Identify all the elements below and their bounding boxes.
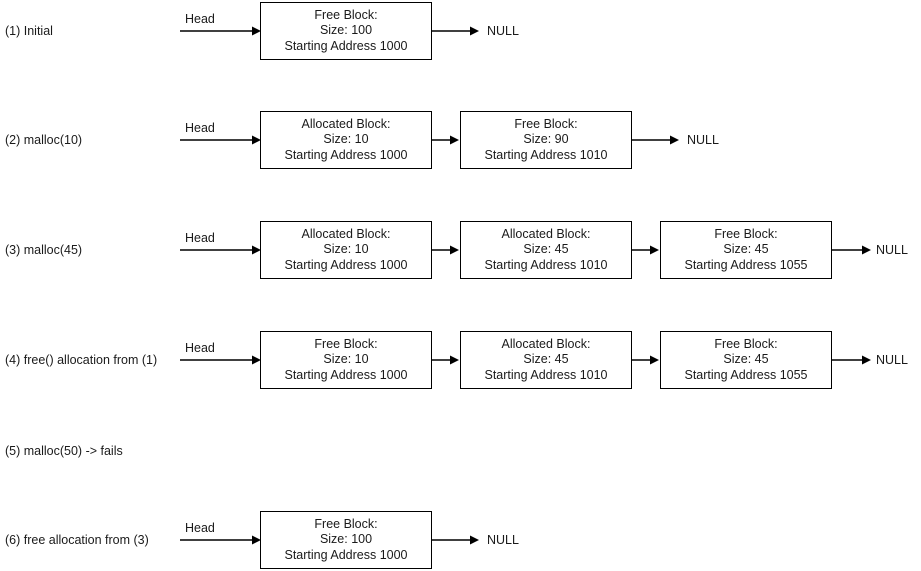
block-2-1: Allocated Block: Size: 10 Starting Addre… bbox=[260, 111, 432, 169]
block-4-3: Free Block: Size: 45 Starting Address 10… bbox=[660, 331, 832, 389]
block-address: Starting Address 1010 bbox=[484, 367, 608, 382]
head-arrow-4 bbox=[180, 354, 262, 366]
step-label-3: (3) malloc(45) bbox=[5, 243, 83, 257]
head-arrow-3 bbox=[180, 244, 262, 256]
step-label-2: (2) malloc(10) bbox=[5, 133, 83, 147]
block-kind: Free Block: bbox=[714, 226, 778, 241]
block-kind: Free Block: bbox=[314, 7, 378, 22]
step-label-6: (6) free allocation from (3) bbox=[5, 533, 149, 547]
null-label-2: NULL bbox=[687, 133, 719, 147]
block-kind: Free Block: bbox=[314, 516, 378, 531]
block-kind: Free Block: bbox=[514, 116, 578, 131]
head-label-6: Head bbox=[185, 521, 215, 535]
block-address: Starting Address 1055 bbox=[684, 257, 808, 272]
block-address: Starting Address 1000 bbox=[284, 257, 408, 272]
block-address: Starting Address 1010 bbox=[484, 257, 608, 272]
block-kind: Free Block: bbox=[314, 336, 378, 351]
block-size: Size: 45 bbox=[523, 352, 569, 367]
null-label-3: NULL bbox=[876, 243, 908, 257]
block-address: Starting Address 1000 bbox=[284, 147, 408, 162]
head-arrow-1 bbox=[180, 25, 262, 37]
block-2-2: Free Block: Size: 90 Starting Address 10… bbox=[460, 111, 632, 169]
null-arrow-6 bbox=[432, 534, 480, 546]
block-address: Starting Address 1010 bbox=[484, 147, 608, 162]
head-label-4: Head bbox=[185, 341, 215, 355]
block-size: Size: 90 bbox=[523, 132, 569, 147]
null-label-6: NULL bbox=[487, 533, 519, 547]
block-kind: Allocated Block: bbox=[301, 226, 391, 241]
link-arrow-3-2 bbox=[632, 244, 660, 256]
block-size: Size: 100 bbox=[319, 532, 373, 547]
block-address: Starting Address 1055 bbox=[684, 367, 808, 382]
null-arrow-3 bbox=[832, 244, 872, 256]
link-arrow-4-2 bbox=[632, 354, 660, 366]
null-arrow-4 bbox=[832, 354, 872, 366]
block-size: Size: 10 bbox=[323, 132, 369, 147]
null-arrow-2 bbox=[632, 134, 680, 146]
block-3-2: Allocated Block: Size: 45 Starting Addre… bbox=[460, 221, 632, 279]
block-4-1: Free Block: Size: 10 Starting Address 10… bbox=[260, 331, 432, 389]
link-arrow-4-1 bbox=[432, 354, 460, 366]
block-kind: Allocated Block: bbox=[501, 336, 591, 351]
block-6-1: Free Block: Size: 100 Starting Address 1… bbox=[260, 511, 432, 569]
block-size: Size: 100 bbox=[319, 23, 373, 38]
block-size: Size: 45 bbox=[523, 242, 569, 257]
step-label-5: (5) malloc(50) -> fails bbox=[5, 444, 123, 458]
block-size: Size: 10 bbox=[323, 242, 369, 257]
block-kind: Allocated Block: bbox=[501, 226, 591, 241]
block-size: Size: 10 bbox=[323, 352, 369, 367]
block-3-1: Allocated Block: Size: 10 Starting Addre… bbox=[260, 221, 432, 279]
step-label-1: (1) Initial bbox=[5, 24, 53, 38]
step-label-4: (4) free() allocation from (1) bbox=[5, 353, 158, 367]
head-label-1: Head bbox=[185, 12, 215, 26]
block-4-2: Allocated Block: Size: 45 Starting Addre… bbox=[460, 331, 632, 389]
null-label-1: NULL bbox=[487, 24, 519, 38]
block-address: Starting Address 1000 bbox=[284, 38, 408, 53]
null-label-4: NULL bbox=[876, 353, 908, 367]
block-1-1: Free Block: Size: 100 Starting Address 1… bbox=[260, 2, 432, 60]
head-arrow-6 bbox=[180, 534, 262, 546]
block-3-3: Free Block: Size: 45 Starting Address 10… bbox=[660, 221, 832, 279]
block-address: Starting Address 1000 bbox=[284, 367, 408, 382]
head-arrow-2 bbox=[180, 134, 262, 146]
block-kind: Free Block: bbox=[714, 336, 778, 351]
link-arrow-3-1 bbox=[432, 244, 460, 256]
null-arrow-1 bbox=[432, 25, 480, 37]
head-label-3: Head bbox=[185, 231, 215, 245]
head-label-2: Head bbox=[185, 121, 215, 135]
link-arrow-2-1 bbox=[432, 134, 460, 146]
block-size: Size: 45 bbox=[723, 242, 769, 257]
block-address: Starting Address 1000 bbox=[284, 547, 408, 562]
block-kind: Allocated Block: bbox=[301, 116, 391, 131]
block-size: Size: 45 bbox=[723, 352, 769, 367]
